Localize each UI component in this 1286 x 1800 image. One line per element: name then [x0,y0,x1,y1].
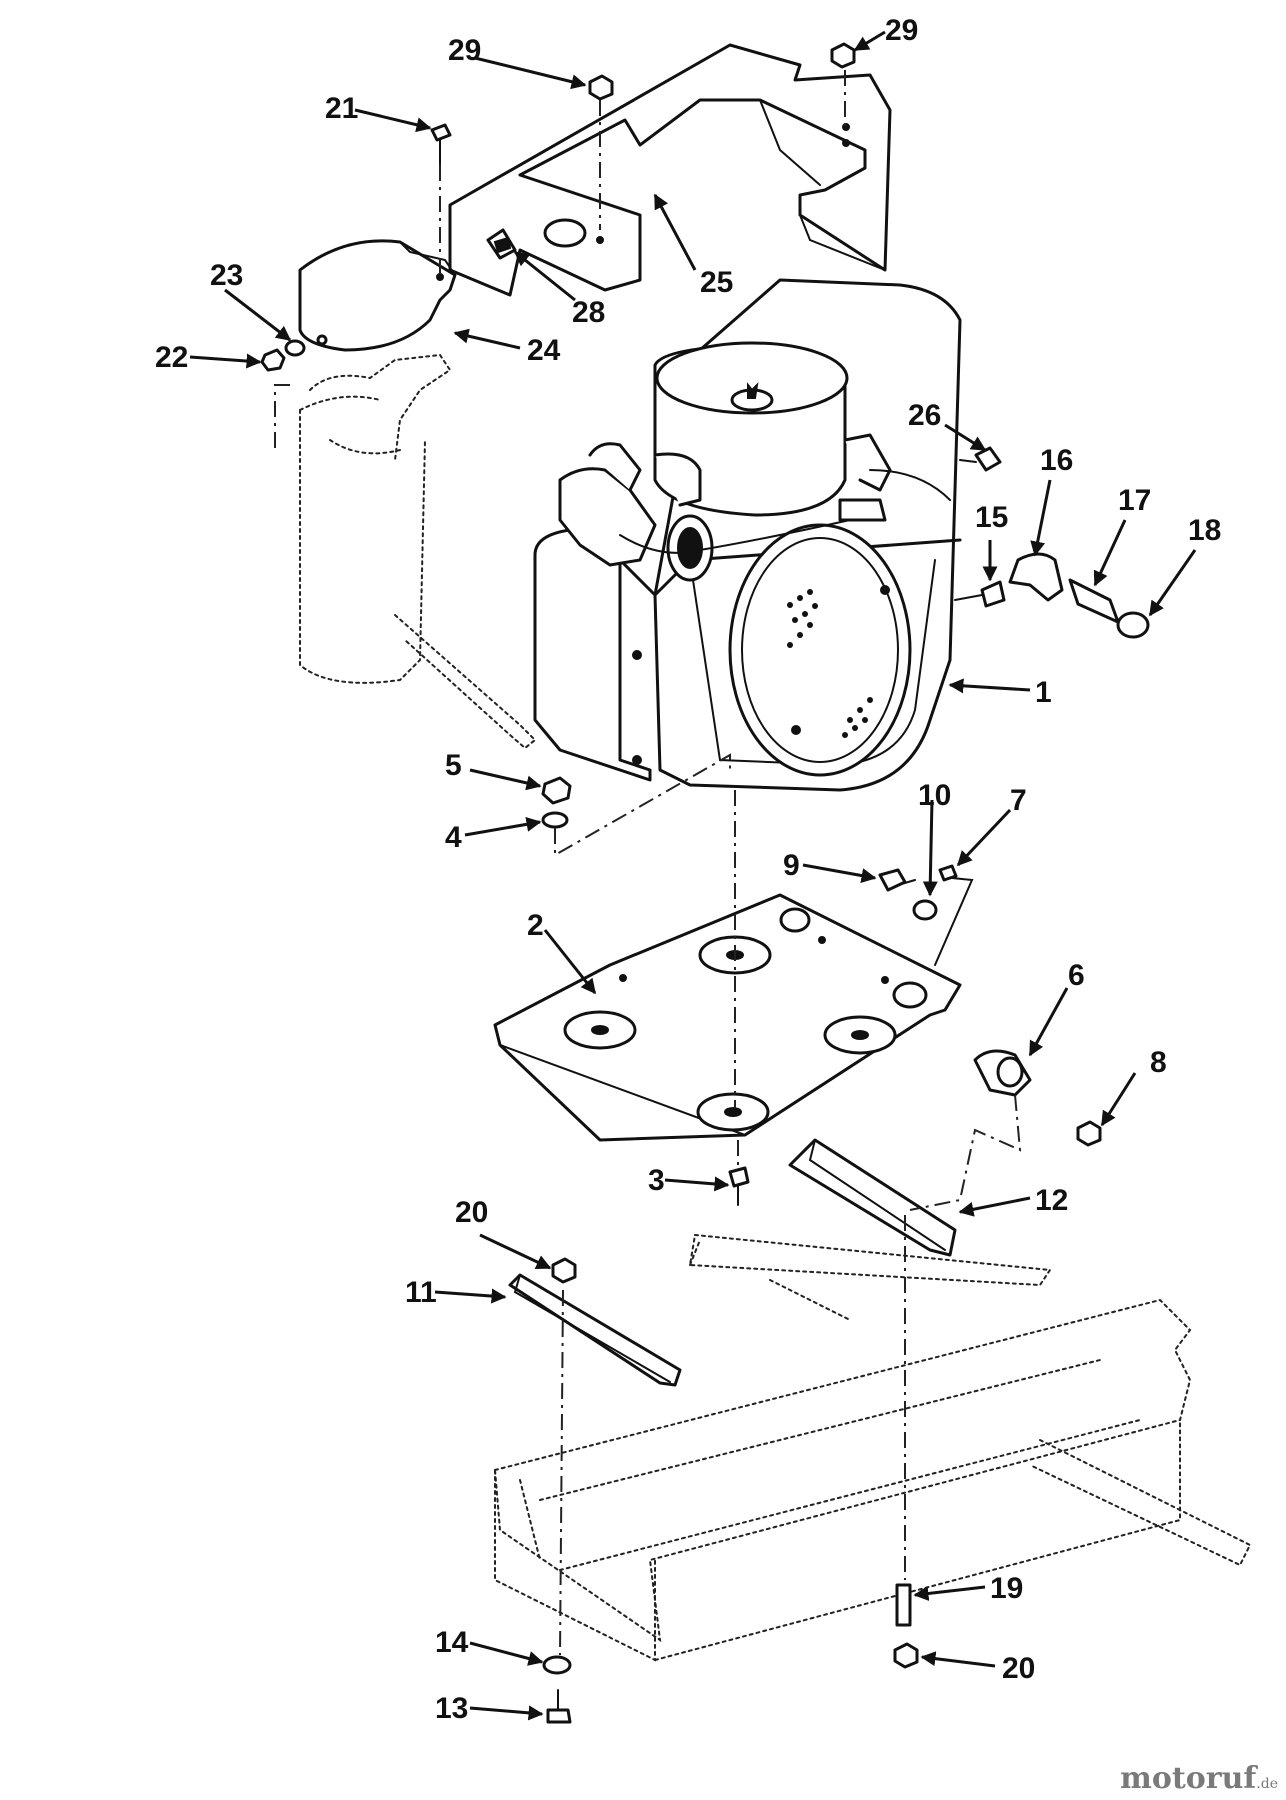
oil-drain-fittings [954,446,1150,639]
watermark-brand: motoruf [1120,1761,1257,1796]
callout-7: 7 [1010,784,1027,817]
engine [533,278,962,792]
callout-leaders [189,30,1197,1721]
muffler-phantom [299,353,537,750]
callout-14: 14 [435,1626,469,1659]
callout-16: 16 [1040,444,1073,477]
callout-2: 2 [527,909,544,942]
callout-25: 25 [700,266,733,299]
callout-12: 12 [1035,1184,1068,1217]
callout-13: 13 [435,1692,468,1725]
callout-labels: 29 29 21 23 22 24 25 28 26 15 16 17 18 1… [155,14,1221,1725]
callout-22: 22 [155,341,188,374]
engine-mounting-plate [493,893,962,1142]
callout-11: 11 [405,1276,437,1309]
callout-8: 8 [1150,1046,1167,1079]
callout-17: 17 [1118,484,1151,517]
heat-shield [448,43,892,297]
callout-24: 24 [527,334,561,367]
callout-28: 28 [572,296,605,329]
callout-20b: 20 [1002,1652,1035,1685]
small-hardware [260,42,1102,1724]
callout-29b: 29 [885,14,918,47]
callout-10: 10 [918,779,951,812]
callout-9: 9 [783,849,800,882]
tractor-frame-phantom [493,1233,1252,1662]
callout-18: 18 [1188,514,1221,547]
callout-29a: 29 [448,34,481,67]
heat-shield-cap [298,239,457,352]
assembly-centerlines [274,70,1022,1656]
callout-19: 19 [990,1572,1023,1605]
callout-3: 3 [648,1164,665,1197]
callout-1: 1 [1035,676,1052,709]
callout-15: 15 [975,501,1008,534]
callout-21: 21 [325,92,358,125]
callout-26: 26 [908,399,941,432]
callout-23: 23 [210,259,243,292]
site-watermark: motoruf.de [1120,1761,1278,1796]
callout-20a: 20 [455,1196,488,1229]
callout-5: 5 [445,749,462,782]
watermark-suffix: .de [1256,1776,1278,1792]
callout-6: 6 [1068,959,1085,992]
callout-4: 4 [445,821,462,854]
bracket-28 [486,228,517,260]
